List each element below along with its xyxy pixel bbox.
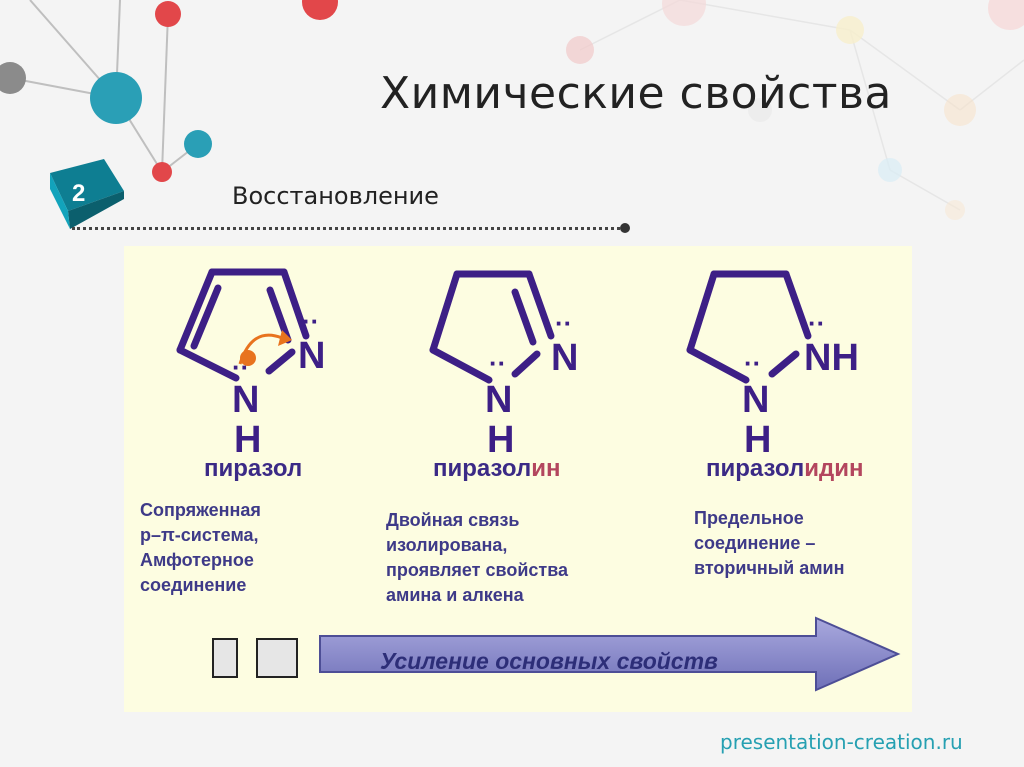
chemistry-panel: N ·· ·· N H N ·· ·· N H NH ·· ··: [124, 246, 912, 712]
atom-nh-top: NH: [804, 337, 859, 379]
description-line: вторичный амин: [694, 558, 845, 578]
dotted-divider: [72, 227, 620, 230]
lone-pair-top: ··: [808, 308, 825, 338]
section-subtitle: Восстановление: [232, 182, 439, 210]
red-node-icon: [152, 162, 172, 182]
compound-name-pyrazole: пиразол: [204, 455, 302, 483]
pyrazole-structure: N ·· ·· N H: [176, 268, 325, 461]
atom-h: H: [487, 419, 514, 461]
teal-node-icon: [90, 72, 142, 124]
description-pyrazolidine: Предельное соединение – вторичный амин: [694, 506, 845, 581]
atom-h: H: [234, 419, 261, 461]
placeholder-square-1: [212, 638, 238, 678]
small-teal-node-icon: [184, 130, 212, 158]
divider-end-dot: [620, 223, 630, 233]
lone-pair-bottom: ··: [232, 352, 249, 382]
atom-n-top: N: [551, 337, 578, 379]
name-base: пиразол: [204, 455, 303, 482]
atom-n-bottom: N: [742, 379, 769, 421]
arrow-label: Усиление основных свойств: [380, 648, 718, 674]
description-line: соединение –: [694, 533, 816, 553]
red-top-right-node-icon: [302, 0, 338, 20]
description-line: р–π-система,: [140, 525, 259, 545]
red-top-node-icon: [155, 1, 181, 27]
name-base: пиразол: [433, 455, 532, 482]
description-line: Предельное: [694, 508, 804, 528]
description-line: изолирована,: [386, 535, 508, 555]
lone-pair-bottom: ··: [489, 348, 506, 378]
compound-name-pyrazoline: пиразолин: [433, 455, 560, 483]
atom-n-bottom: N: [485, 379, 512, 421]
slide-title: Химические свойства: [380, 68, 892, 119]
atom-n-bottom: N: [232, 379, 259, 421]
basicity-arrow: [319, 616, 901, 692]
atom-n-top: N: [298, 335, 325, 377]
description-line: Двойная связь: [386, 510, 520, 530]
compound-name-pyrazolidine: пиразолидин: [706, 455, 863, 483]
section-number: 2: [72, 180, 85, 207]
section-number-badge: 2: [44, 155, 140, 235]
description-pyrazoline: Двойная связь изолирована, проявляет сво…: [386, 508, 568, 608]
description-pyrazole: Сопряженная р–π-система, Амфотерное соед…: [140, 498, 261, 598]
atom-h: H: [744, 419, 771, 461]
name-suffix: ин: [531, 455, 561, 482]
description-line: проявляет свойства: [386, 560, 569, 580]
pyrazoline-structure: N ·· ·· N H: [429, 270, 578, 461]
description-line: амина и алкена: [386, 585, 524, 605]
description-line: Сопряженная: [140, 500, 261, 520]
name-suffix: идин: [804, 455, 864, 482]
pyrazolidine-structure: NH ·· ·· N H: [686, 270, 859, 461]
lone-pair-top: ··: [555, 308, 572, 338]
placeholder-square-2: [256, 638, 298, 678]
lone-pair-top: ··: [302, 306, 319, 336]
footer-site: presentation-creation.ru: [720, 730, 963, 754]
name-base: пиразол: [706, 455, 805, 482]
lone-pair-bottom: ··: [744, 348, 761, 378]
description-line: соединение: [140, 575, 247, 595]
description-line: Амфотерное: [140, 550, 254, 570]
grey-node-icon: [0, 62, 26, 94]
